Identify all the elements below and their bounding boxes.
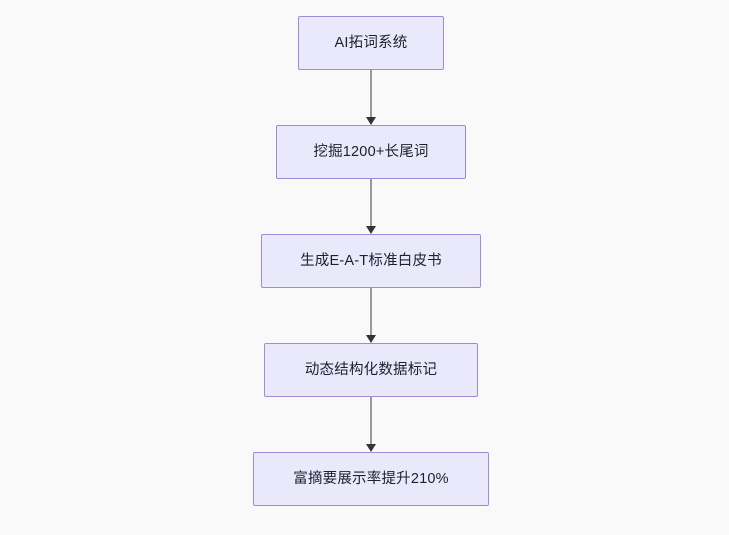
arrowhead-down-icon	[366, 335, 376, 343]
connector-line	[370, 70, 372, 118]
node-label: AI拓词系统	[334, 34, 408, 51]
connector-line	[370, 288, 372, 336]
flowchart-node-rich-snippet-result[interactable]: 富摘要展示率提升210%	[253, 452, 489, 506]
connector-line	[370, 397, 372, 445]
flowchart-node-eat-whitepaper[interactable]: 生成E-A-T标准白皮书	[261, 234, 481, 288]
node-label: 生成E-A-T标准白皮书	[300, 252, 442, 269]
connector-arrow-4	[365, 397, 377, 452]
arrowhead-down-icon	[366, 226, 376, 234]
flowchart-node-ai-keyword-system[interactable]: AI拓词系统	[298, 16, 444, 70]
flowchart-node-longtail-keywords[interactable]: 挖掘1200+长尾词	[276, 125, 466, 179]
node-label: 动态结构化数据标记	[304, 361, 438, 378]
node-label: 挖掘1200+长尾词	[313, 143, 429, 160]
connector-arrow-1	[365, 70, 377, 125]
connector-line	[370, 179, 372, 227]
connector-arrow-2	[365, 179, 377, 234]
node-label: 富摘要展示率提升210%	[293, 470, 449, 487]
arrowhead-down-icon	[366, 117, 376, 125]
flowchart-node-structured-data-markup[interactable]: 动态结构化数据标记	[264, 343, 478, 397]
arrowhead-down-icon	[366, 444, 376, 452]
connector-arrow-3	[365, 288, 377, 343]
